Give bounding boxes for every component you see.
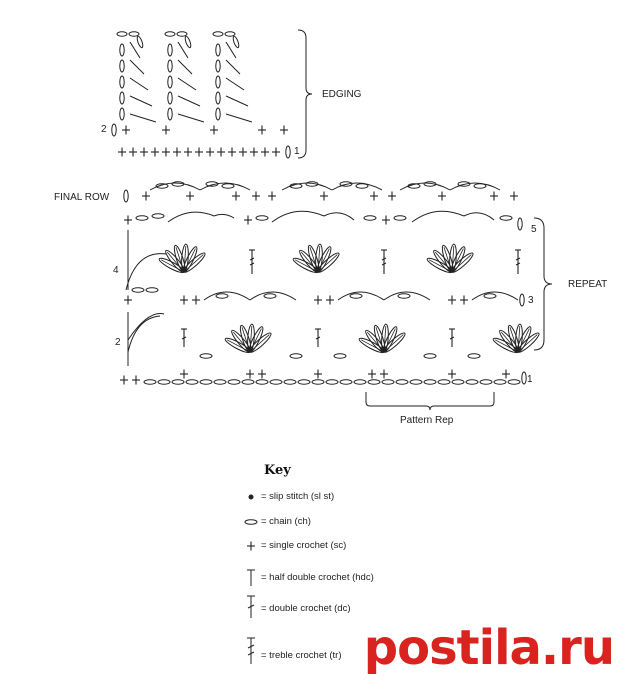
repeat-brace	[533, 217, 553, 351]
final-row-chart	[123, 181, 519, 203]
single-crochet-icon	[246, 540, 256, 552]
row-number-3: 3	[528, 295, 534, 306]
repeat-label: REPEAT	[568, 279, 608, 290]
treble-crochet-icon	[247, 637, 255, 664]
key-item-single-crochet: = single crochet (sc)	[261, 540, 346, 551]
final-row-label: FINAL ROW	[54, 192, 110, 203]
pattern-rep-bracket	[365, 392, 495, 411]
row-1	[119, 368, 527, 386]
row-number-4: 4	[113, 265, 119, 276]
row-number-1: 1	[527, 374, 533, 385]
watermark-logo: postila.ru	[363, 620, 615, 676]
key-text: = single crochet (sc)	[261, 540, 347, 551]
edging-row-2	[111, 123, 289, 137]
key-text: = double crochet (dc)	[261, 603, 351, 614]
key-text: = slip stitch (sl st)	[261, 491, 335, 502]
edging-row-number-1: 1	[294, 146, 300, 157]
edging-chart	[111, 29, 313, 159]
row-3	[123, 291, 525, 307]
key-item-chain: = chain (ch)	[261, 516, 311, 527]
edging-row-number-2: 2	[101, 124, 107, 135]
edging-brace	[297, 29, 313, 159]
edging-label: EDGING	[322, 89, 362, 100]
row-2-fans	[127, 312, 541, 366]
key-item-double-crochet: = double crochet (dc)	[261, 603, 351, 614]
repeat-chart	[119, 210, 553, 411]
pattern-rep-label: Pattern Rep	[400, 415, 454, 426]
key-text: = half double crochet (hdc)	[261, 572, 374, 583]
key-title: Key	[264, 463, 291, 478]
edging-columns	[116, 31, 253, 123]
key-symbols	[244, 494, 258, 664]
key-item-slip-stitch: = slip stitch (sl st)	[261, 491, 334, 502]
key-text: = chain (ch)	[261, 516, 311, 527]
chain-icon	[244, 519, 258, 525]
key-item-treble-crochet: = treble crochet (tr)	[261, 650, 342, 661]
row-5	[123, 210, 523, 231]
watermark-name: postila	[363, 620, 542, 676]
row-number-5: 5	[531, 224, 537, 235]
row-4-fans	[125, 230, 522, 299]
row-number-2: 2	[115, 337, 121, 348]
key-text: = treble crochet (tr)	[261, 650, 342, 661]
key-item-half-double-crochet: = half double crochet (hdc)	[261, 572, 374, 583]
slip-stitch-icon	[248, 494, 254, 500]
edging-foundation-row	[117, 145, 291, 159]
double-crochet-icon	[247, 595, 255, 618]
watermark-domain: .ru	[540, 620, 615, 676]
half-double-crochet-icon	[247, 569, 255, 586]
